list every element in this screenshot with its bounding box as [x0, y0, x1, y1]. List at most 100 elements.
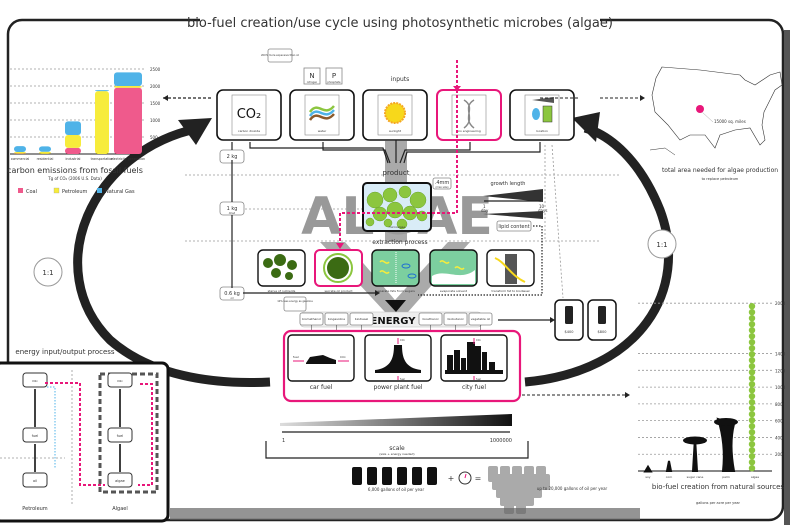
bar-coal: [114, 87, 142, 154]
car-icon: [306, 355, 336, 364]
input-label: carbon dioxide: [238, 129, 260, 133]
fuel-use-label: city fuel: [462, 384, 486, 391]
y-tick: 600: [775, 419, 783, 424]
power-plant-icon: [375, 345, 421, 373]
bar-natural-gas: [65, 121, 81, 135]
ratio-left: 1:1: [42, 269, 53, 277]
algae-bubble: [748, 387, 756, 394]
io-node: [107, 472, 133, 488]
energy-note: 10% less energy as gasoline: [277, 299, 313, 303]
algae-bubble: [748, 327, 756, 334]
svg-text:fuel: fuel: [476, 377, 481, 381]
map-subtitle: to replace petroleum: [702, 177, 739, 181]
algae-bubble: [748, 309, 756, 316]
biofuel-chart-title: bio-fuel creation from natural sources: [652, 483, 785, 491]
bar-petroleum: [39, 151, 51, 154]
category-label: algae: [751, 475, 759, 479]
diagram-title: bio-fuel creation/use cycle using photos…: [187, 16, 613, 31]
svg-text:2 kg: 2 kg: [227, 154, 238, 160]
nutrient-p: P phosphate: [325, 67, 343, 85]
svg-text:fuel: fuel: [32, 434, 39, 438]
us-map: 15000 sq. miles: [649, 66, 783, 156]
barrel-icon-gray: [532, 482, 542, 498]
legend-coal: Coal: [26, 189, 37, 195]
microalgae-box: microalgae: [362, 182, 432, 232]
input-label: water: [318, 129, 327, 133]
algae-bubble: [748, 339, 756, 346]
size-note: .4mm: [435, 180, 450, 186]
algae-cell: [366, 191, 384, 209]
bar-natural-gas: [14, 146, 26, 152]
product-label: product: [383, 169, 410, 177]
cycle-arrows: 1:1 1:1: [33, 112, 677, 387]
algae-bubble: [748, 447, 756, 454]
y-tick: 1500: [150, 101, 161, 106]
algae-bubble: [748, 303, 756, 310]
cost-note: 200% more expensive than oil: [261, 53, 299, 57]
input-water[interactable]: water: [289, 89, 355, 141]
algae-bubble: [748, 345, 756, 352]
input-location[interactable]: location: [509, 89, 575, 141]
legend-swatch-natural-gas: [97, 188, 102, 193]
svg-text:fuel: fuel: [400, 377, 405, 381]
algae-bubble: [748, 405, 756, 412]
algae-cell: [398, 185, 412, 199]
extraction-step: separate fats from sugars: [371, 249, 420, 293]
extraction-label: extraction process: [372, 239, 427, 246]
barrel-icon: [427, 467, 437, 485]
biofuel-chart-subtitle: gallons per acre per year: [696, 501, 741, 505]
input-label: sunlight: [389, 129, 402, 133]
svg-text:10: 10: [539, 204, 545, 209]
svg-text:CO₂: CO₂: [400, 338, 405, 342]
svg-text:N: N: [309, 72, 314, 80]
frame-shadow: [784, 30, 790, 525]
barrel-icon: [352, 467, 362, 485]
extraction-step: secrete oil product: [314, 249, 363, 293]
algae-bubble: [748, 363, 756, 370]
input-label: bio engineering: [457, 129, 481, 133]
map-title: total area needed for algae production: [662, 167, 778, 174]
water-waves-icon: [308, 105, 335, 121]
svg-text:oil: oil: [33, 479, 37, 483]
input-bio-engineering[interactable]: bio engineering: [436, 89, 502, 141]
y-tick: 2000: [150, 84, 161, 89]
svg-text:microalgae: microalgae: [389, 225, 406, 229]
bar-petroleum: [114, 86, 142, 88]
fuel-use-label: car fuel: [310, 384, 333, 391]
algae-bubble: [748, 321, 756, 328]
algae-bubble: [748, 417, 756, 424]
fuel-type: bioethanol: [418, 312, 443, 332]
extraction-step: transform fat to biodiesel: [486, 249, 535, 293]
barrel-icon: [565, 306, 573, 324]
svg-text:fuel: fuel: [117, 434, 124, 438]
price-barrel: $800: [587, 299, 617, 341]
io-process-title: energy input/output process: [15, 348, 115, 356]
extraction-step-label: secrete oil product: [324, 289, 353, 293]
energy-label: ENERGY: [371, 316, 417, 327]
plant-corn: [665, 460, 673, 472]
extraction-step-label: starve of nutrients: [268, 289, 296, 293]
barrel-icon: [598, 306, 606, 324]
algae-bubble: [748, 423, 756, 430]
barrel-icon: [382, 467, 392, 485]
svg-text:$800: $800: [598, 330, 607, 334]
category-label: soy: [645, 475, 650, 479]
fuel-type: biodiesel: [349, 312, 374, 332]
bioengineering-path: [339, 60, 458, 245]
bar-natural-gas: [114, 72, 142, 86]
extraction-step: evaporate solvent: [429, 249, 478, 293]
dna-icon: [463, 99, 475, 129]
inputs-label: inputs: [391, 76, 410, 83]
algae-cell: [396, 218, 408, 230]
io-node: [107, 427, 133, 443]
input-sunlight[interactable]: sunlight: [362, 89, 428, 141]
y-tick: 500: [150, 135, 158, 140]
svg-text:algae: algae: [115, 479, 125, 483]
y-tick: 2500: [150, 67, 161, 72]
scale-wedge: [280, 414, 512, 426]
nutrient-n: N nitrogen: [303, 67, 321, 85]
